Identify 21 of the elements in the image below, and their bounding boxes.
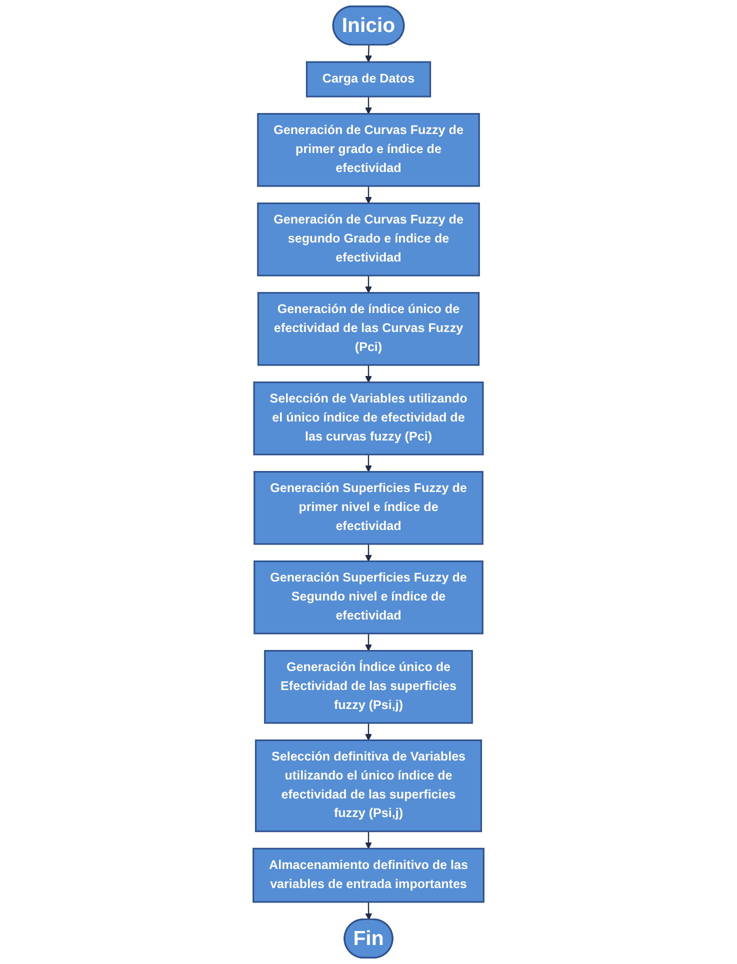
- arrow: [365, 276, 372, 294]
- arrow: [365, 544, 372, 562]
- arrow: [365, 723, 372, 741]
- node-box: Carga de Datos: [306, 61, 432, 98]
- arrow: [365, 365, 372, 383]
- node-box: Selección definitiva de Variables utilizando el único índice de efectividad de las superficies fuzzy (Psi,j): [254, 739, 482, 832]
- node-box: Generación de Curvas Fuzzy de segundo Grado e índice de efectividad: [257, 202, 480, 276]
- node-box: Almacenamiento definitivo de las variables de entrada importantes: [252, 848, 484, 903]
- node-box: Generación Superficies Fuzzy de primer nivel e índice de efectividad: [254, 471, 484, 545]
- arrow: [365, 831, 372, 849]
- arrow: [365, 902, 372, 920]
- node-box: Generación de índice único de efectividad de las Curvas Fuzzy (Pci): [257, 292, 480, 366]
- arrow: [365, 45, 372, 62]
- node-box: Selección de Variables utilizando el único índice de efectividad de las curvas fuzzy (Pci): [253, 382, 484, 456]
- arrow: [365, 186, 372, 204]
- arrow: [365, 454, 372, 472]
- arrow: [365, 634, 372, 652]
- arrow: [365, 96, 372, 114]
- node-box: Generación de Curvas Fuzzy de primer grado e índice de efectividad: [257, 113, 480, 187]
- node-box: Generación Superficies Fuzzy de Segundo nivel e índice de efectividad: [254, 560, 484, 634]
- node-box: Generación Índice único de Efectividad de las superficies fuzzy (Psi,j): [264, 650, 473, 724]
